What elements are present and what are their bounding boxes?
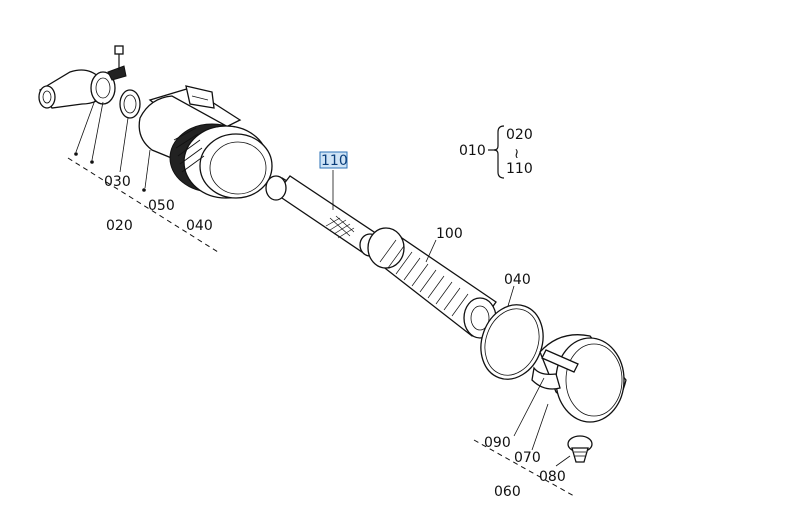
label-040-right: 040 bbox=[504, 272, 531, 288]
safety-element-110 bbox=[265, 175, 382, 257]
callout-020: 020 bbox=[106, 218, 133, 234]
callout-range-010: 010 020 ≀ 110 bbox=[459, 125, 533, 179]
label-080: 080 bbox=[539, 469, 566, 485]
label-range-tilde: ≀ bbox=[514, 146, 519, 162]
air-cleaner-body bbox=[138, 85, 273, 199]
callout-050: 050 bbox=[148, 198, 175, 214]
clamp-ring-030 bbox=[119, 89, 141, 119]
label-110-highlight[interactable]: 110 bbox=[321, 153, 348, 169]
highlight-box[interactable] bbox=[319, 151, 348, 169]
callout-040-right: 040 bbox=[504, 272, 531, 288]
callout-070: 070 bbox=[514, 450, 541, 466]
label-040-left: 040 bbox=[186, 218, 213, 234]
label-060: 060 bbox=[494, 484, 521, 500]
label-050: 050 bbox=[148, 198, 175, 214]
label-030: 030 bbox=[104, 174, 131, 190]
intake-elbow bbox=[38, 69, 109, 109]
label-070: 070 bbox=[514, 450, 541, 466]
evacuator-valve-080 bbox=[567, 435, 593, 463]
label-020: 020 bbox=[106, 218, 133, 234]
callout-060: 060 bbox=[494, 484, 521, 500]
callout-100: 100 bbox=[436, 226, 463, 242]
label-100: 100 bbox=[436, 226, 463, 242]
filter-element-100 bbox=[367, 227, 497, 339]
callout-040-left: 040 bbox=[186, 218, 213, 234]
hose-clamp bbox=[90, 45, 127, 105]
label-range-end-110: 110 bbox=[506, 161, 533, 177]
callout-080: 080 bbox=[539, 469, 566, 485]
dust-cup-060 bbox=[531, 334, 627, 423]
label-range-start-020: 020 bbox=[506, 127, 533, 143]
callout-030: 030 bbox=[104, 174, 131, 190]
callout-110-highlighted[interactable]: 110 bbox=[319, 151, 348, 169]
label-010: 010 bbox=[459, 143, 486, 159]
label-090: 090 bbox=[484, 435, 511, 451]
callout-090: 090 bbox=[484, 435, 511, 451]
